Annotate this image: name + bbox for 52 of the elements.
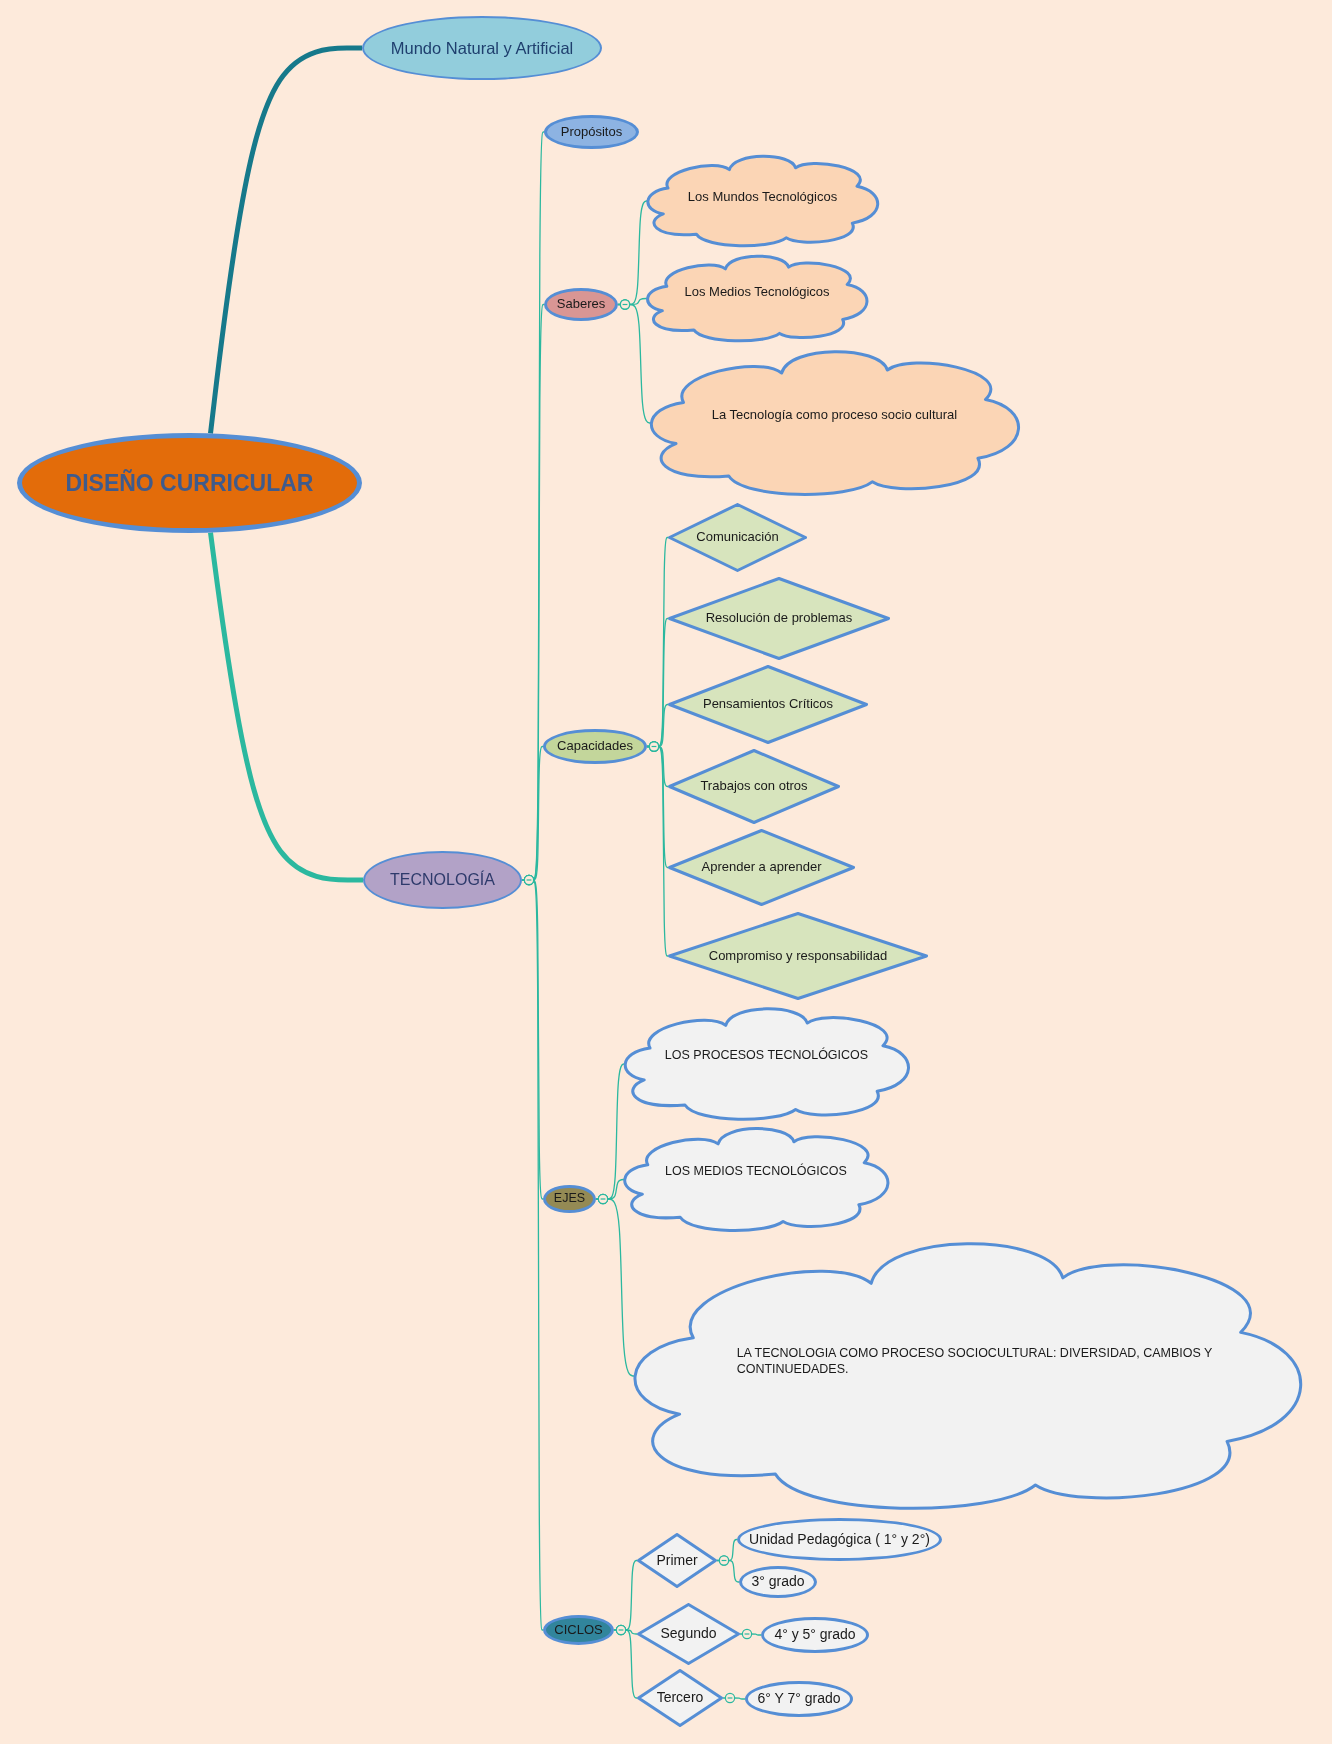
diamond-node [668, 829, 855, 906]
node-text: TECNOLOGÍA [390, 870, 495, 890]
ellipse-node [737, 1518, 942, 1561]
node-text: Propósitos [560, 123, 623, 141]
node-text: Saberes [556, 296, 606, 313]
node-text: Capacidades [557, 738, 633, 755]
node-text: Compromiso y responsabilidad [708, 947, 888, 965]
node-text: DISEÑO CURRICULAR [65, 468, 314, 498]
node-text: Los Mundos Tecnológicos [687, 189, 838, 206]
ellipse-node [544, 288, 618, 321]
branch-line [208, 45, 362, 434]
branch-line [521, 874, 544, 1631]
branch-line [208, 532, 363, 883]
branch-line [595, 1193, 636, 1377]
node-text: CICLOS [554, 1621, 603, 1639]
node-text: EJES [553, 1191, 586, 1207]
node-text: 3° grado [751, 1573, 805, 1591]
node-text: La Tecnología como proceso socio cultural [711, 407, 958, 424]
branch-line [739, 1628, 762, 1640]
branch-line [716, 1555, 740, 1583]
branch-line [617, 299, 653, 424]
node-text: Comunicación [696, 529, 779, 546]
branch-line [613, 1624, 638, 1699]
diamond-node [668, 577, 890, 660]
diamond-node [637, 1603, 740, 1665]
node-text: Unidad Pedagógica ( 1° y 2°) [749, 1530, 930, 1549]
node-text: LOS PROCESOS TECNOLÓGICOS [664, 1048, 869, 1064]
diamond-node [668, 665, 868, 744]
node-text: LOS MEDIOS TECNOLÓGICOS [665, 1164, 847, 1180]
node-text: 4° y 5° grado [774, 1626, 856, 1644]
ellipse-node [543, 1185, 596, 1213]
node-text: Los Medios Tecnológicos [684, 284, 830, 301]
node-text: 6° Y 7° grado [757, 1690, 841, 1708]
branch-line [646, 741, 669, 957]
node-text: LA TECNOLOGIA COMO PROCESO SOCIOCULTURAL: DIVERSIDAD, CAMBIOS Y CONTINUEDADES. [736, 1346, 1214, 1378]
ellipse-node [543, 1615, 614, 1645]
diamond-node [668, 912, 928, 1000]
ellipse-node [543, 729, 647, 764]
node-text: Primer [656, 1551, 698, 1570]
node-text: Aprender a aprender [701, 859, 822, 876]
node-text: Mundo Natural y Artificial [390, 37, 574, 59]
branch-line [722, 1692, 746, 1704]
diamond-node [668, 503, 807, 572]
diamond-node [637, 1533, 717, 1588]
node-text: Tercero [656, 1689, 704, 1707]
diamond-node [637, 1669, 723, 1727]
ellipse-node [544, 115, 639, 149]
node-text: Resolución de problemas [705, 610, 853, 627]
node-text: Pensamientos Críticos [702, 696, 834, 713]
diamond-node [668, 749, 840, 824]
node-text: Trabajos con otros [700, 778, 808, 795]
node-text: Segundo [660, 1625, 717, 1643]
